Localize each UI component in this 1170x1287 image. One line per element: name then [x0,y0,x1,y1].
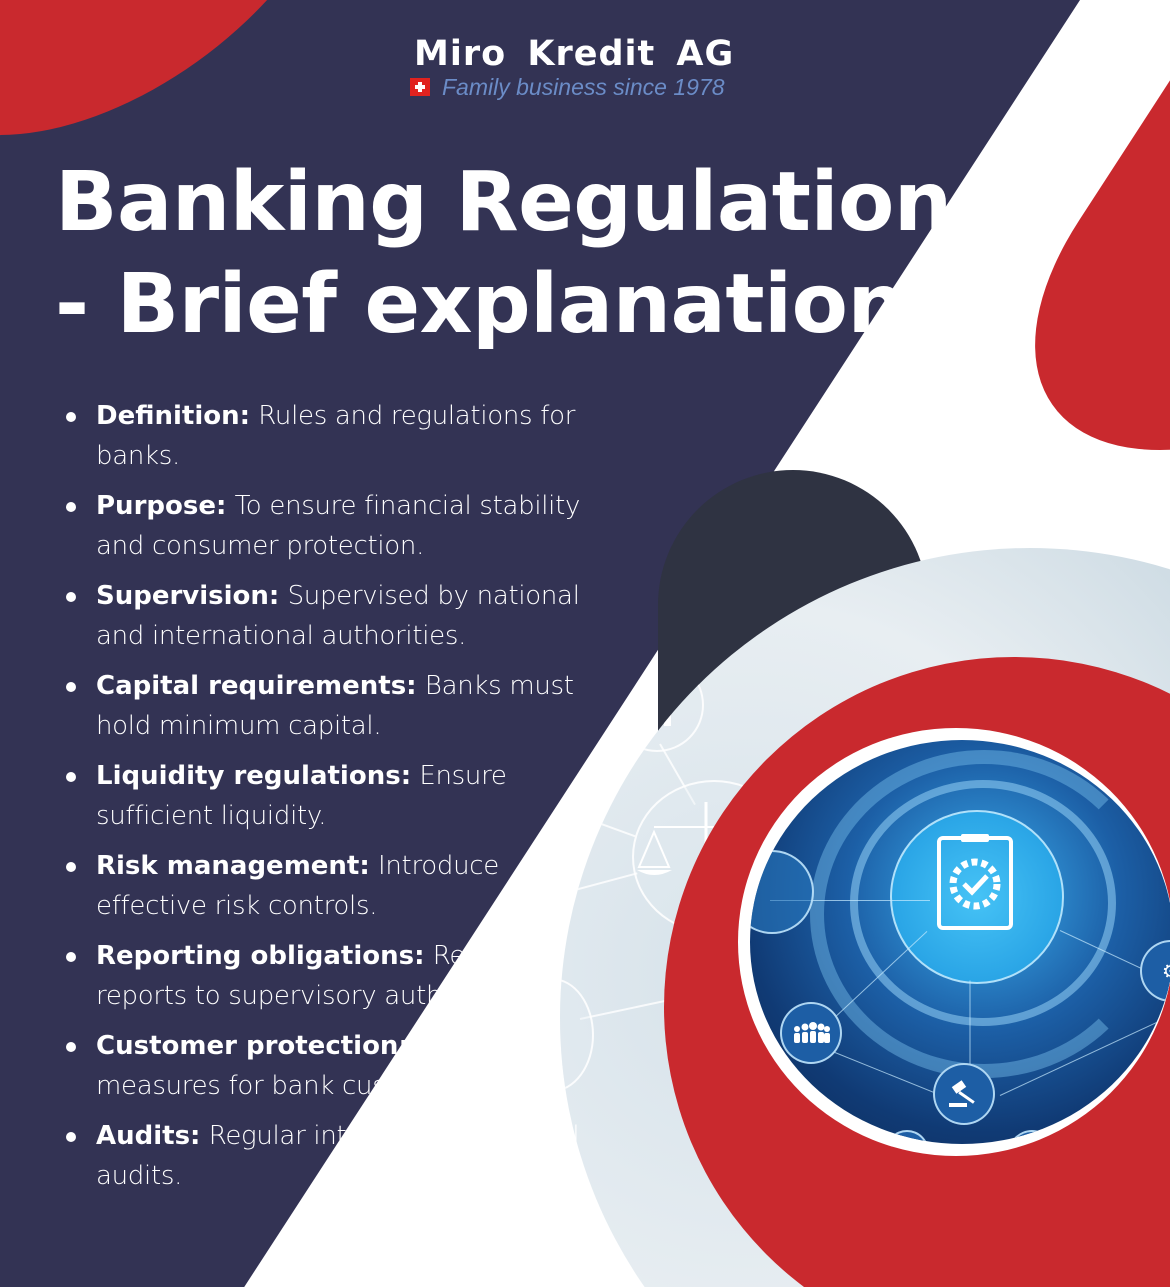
bullet-desc: Supervised by national and international… [96,581,580,651]
bullet-term: Purpose: [96,491,227,521]
document-icon: ▤ [1008,1130,1056,1144]
bullet-desc: Regular internal and external audits. [96,1121,580,1191]
list-item-liquidity-regulations: Liquidity regulations: Ensure sufficient… [60,756,600,836]
list-item-purpose: Purpose: To ensure financial stability a… [60,486,600,566]
bullet-icon [66,1042,76,1052]
bar-chart-icon [610,658,704,752]
list-item-customer-protection: Customer protection: Protective measures… [60,1026,600,1106]
document-check-icon: ✓ [885,1130,929,1144]
bullet-term: Customer protection: [96,1031,409,1061]
list-item-capital-requirements: Capital requirements: Banks must hold mi… [60,666,600,746]
bullet-icon [66,592,76,602]
swiss-flag-icon [410,78,430,96]
bullet-term: Definition: [96,401,251,431]
bullet-icon [66,1132,76,1142]
bullet-icon [66,862,76,872]
bullet-term: Capital requirements: [96,671,417,701]
list-item-risk-management: Risk management: Introduce effective ris… [60,846,600,926]
bullet-desc: Ensure sufficient liquidity. [96,761,507,831]
bullet-icon [66,502,76,512]
bullet-desc: Rules and regulations for banks. [96,401,576,471]
bullet-term: Liquidity regulations: [96,761,412,791]
regulation-photo: ✓ ▤ ⚙ [738,728,1170,1156]
list-item-definition: Definition: Rules and regulations for ba… [60,396,600,476]
list-item-supervision: Supervision: Supervised by national and … [60,576,600,656]
clipboard-gear-check-icon [935,832,1015,932]
title-line-1: Banking Regulation [55,155,952,250]
brand-tagline: Family business since 1978 [442,74,725,100]
people-group-icon [780,1002,842,1064]
page-title: Banking Regulation - Brief explanation [55,152,955,356]
list-item-audits: Audits: Regular internal and external au… [60,1116,600,1196]
red-blob-top-left-decoration [0,0,429,135]
brand-header: Miro Kredit AG Family business since 197… [410,34,770,100]
hud-ring-mid [850,780,1116,1026]
network-node [750,850,814,934]
title-line-2: - Brief explanation [55,257,906,352]
gavel-icon [933,1063,995,1125]
regulation-bullet-list: Definition: Rules and regulations for ba… [60,396,600,1206]
bullet-term: Reporting obligations: [96,941,425,971]
bullet-desc: Protective measures for bank customers. [96,1031,545,1101]
bullet-term: Risk management: [96,851,370,881]
bullet-icon [66,412,76,422]
bullet-term: Audits: [96,1121,201,1151]
bullet-icon [66,952,76,962]
list-item-reporting-obligations: Reporting obligations: Regular reports t… [60,936,600,1016]
bullet-desc: Regular reports to supervisory authoriti… [96,941,530,1011]
bullet-desc: Introduce effective risk controls. [96,851,499,921]
bullet-desc: Banks must hold minimum capital. [96,671,574,741]
bullet-term: Supervision: [96,581,280,611]
photo-inner: ✓ ▤ ⚙ [750,740,1170,1144]
brand-tagline-row: Family business since 1978 [410,74,770,100]
bullet-desc: To ensure financial stability and consum… [96,491,581,561]
bullet-icon [66,772,76,782]
brand-name: Miro Kredit AG [414,34,735,74]
bullet-icon [66,682,76,692]
network-line [770,900,930,901]
